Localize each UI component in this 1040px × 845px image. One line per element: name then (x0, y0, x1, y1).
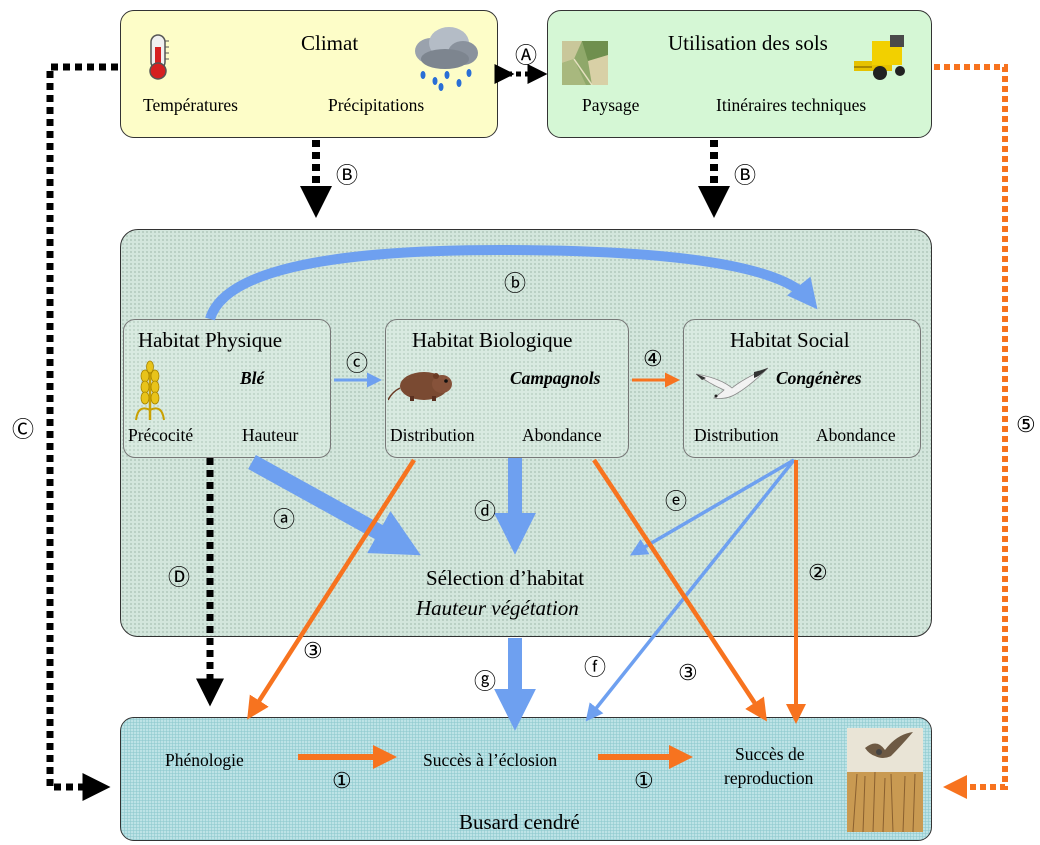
harrier-bird-icon (695, 367, 769, 399)
paysage-label: Paysage (582, 95, 640, 115)
habitat-physique-title-text: Habitat Physique (138, 328, 283, 352)
utilisation-sols-box: Utilisation des sols Paysage Itinéraires… (547, 10, 932, 138)
reproduction-label-line2: reproduction (724, 768, 814, 788)
busard-cendre-box: Phénologie Succès à l’éclosion Succès de… (120, 717, 932, 841)
soc-distribution-label: Distribution (694, 425, 779, 445)
marker-C: Ⓒ (12, 417, 35, 442)
vole-icon (388, 372, 452, 401)
soc-abondance-label: Abondance (816, 425, 896, 445)
rain-cloud-icon (415, 27, 478, 91)
campagnols-label: Campagnols (510, 368, 601, 388)
marker-3-right: ③ (678, 660, 698, 685)
marker-2: ② (808, 560, 828, 585)
itineraires-label: Itinéraires techniques (716, 95, 867, 115)
marker-e: ⓔ (665, 489, 688, 514)
harrier-in-field-icon (847, 728, 923, 832)
climat-box: Climat Températures Précipitations (120, 10, 498, 138)
ble-label: Blé (240, 368, 265, 388)
climat-title: Climat (301, 31, 359, 55)
marker-d: ⓓ (474, 499, 497, 524)
marker-g: ⓖ (474, 669, 497, 694)
selection-subtitle: Hauteur végétation (416, 596, 579, 620)
congeneres-label: Congénères (776, 368, 862, 388)
habitat-social-box: Habitat Social Congénères Distribution A… (683, 319, 921, 458)
marker-f: ⓕ (584, 655, 607, 680)
arrow-5 (934, 64, 1008, 799)
selection-title: Sélection d’habitat (426, 566, 585, 590)
reproduction-label-line1: Succès de (735, 744, 805, 764)
marker-5: ⑤ (1016, 412, 1036, 437)
marker-3-left: ③ (303, 638, 323, 663)
marker-B-right: Ⓑ (734, 163, 757, 188)
marker-1-left: ① (332, 768, 352, 793)
habitat-biologique-title: Habitat Biologique (412, 328, 573, 352)
marker-a: ⓐ (273, 507, 296, 532)
phenologie-label: Phénologie (165, 750, 244, 770)
habitat-biologique-box: Habitat Biologique Campagnols Distributi… (385, 319, 629, 458)
temperatures-label: Températures (143, 95, 238, 115)
marker-A: Ⓐ (515, 43, 538, 68)
arrow-3-right (592, 458, 767, 722)
arrow-3-left (247, 458, 416, 720)
arrow-a (248, 454, 421, 556)
arrow-C (46, 63, 118, 801)
busard-cendre-title: Busard cendré (459, 810, 580, 834)
marker-1-right: ① (634, 768, 654, 793)
habitat-social-title: Habitat Social (730, 328, 850, 352)
aerial-landscape-icon (562, 41, 608, 85)
bio-distribution-label: Distribution (390, 425, 475, 445)
wheat-icon (135, 360, 165, 421)
marker-D: Ⓓ (168, 565, 191, 590)
combine-harvester-icon (854, 35, 905, 80)
hauteur-label: Hauteur (242, 425, 299, 445)
habitat-physique-title: Habitat Physique (138, 328, 372, 353)
precocite-label: Précocité (128, 425, 194, 445)
marker-B-left: Ⓑ (336, 163, 359, 188)
bio-abondance-label: Abondance (522, 425, 602, 445)
utilisation-sols-title: Utilisation des sols (668, 31, 828, 55)
arrow-f (585, 458, 796, 722)
thermometer-icon (149, 34, 169, 80)
arrow-e (629, 458, 795, 556)
marker-c: ⓒ (346, 351, 369, 376)
habitat-physique-box: Habitat Physique Blé Précocité Hauteur (123, 319, 331, 458)
arrow-b (205, 244, 818, 321)
marker-b: ⓑ (504, 271, 527, 296)
marker-4: ④ (643, 346, 663, 371)
precipitations-label: Précipitations (328, 95, 425, 115)
eclosion-label: Succès à l’éclosion (423, 750, 558, 770)
